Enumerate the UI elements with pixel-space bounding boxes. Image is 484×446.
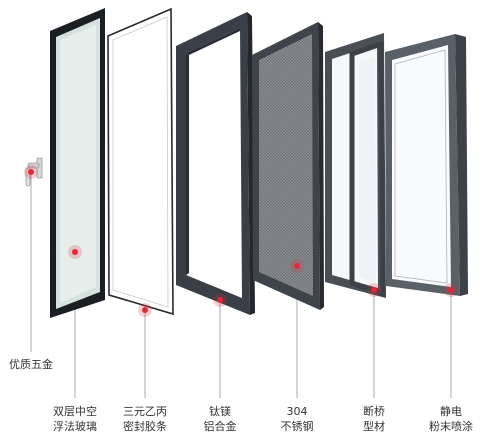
label-profile-line2: 型材	[363, 420, 385, 433]
label-seal: 三元乙丙 密封胶条	[123, 404, 167, 434]
label-glass-line1: 双层中空	[53, 405, 97, 418]
marker-seal	[142, 307, 148, 313]
layer-profile	[325, 33, 386, 298]
layer-coating	[385, 34, 468, 296]
label-screen: 304 不锈钢	[281, 404, 314, 434]
label-sash-line1: 钛镁	[209, 405, 231, 418]
label-hardware-text: 优质五金	[9, 358, 53, 371]
marker-screen	[294, 263, 300, 269]
layer-sash	[176, 12, 255, 315]
marker-coating	[448, 287, 454, 293]
marker-glass	[72, 249, 78, 255]
label-screen-line1: 304	[286, 405, 308, 418]
marker-dots	[24, 165, 458, 317]
label-coating: 静电 粉末喷涂	[429, 404, 473, 434]
label-coating-line2: 粉末喷涂	[429, 420, 473, 433]
layer-screen	[252, 22, 324, 310]
marker-profile	[371, 287, 377, 293]
label-hardware: 优质五金	[9, 357, 53, 372]
label-seal-line1: 三元乙丙	[123, 405, 167, 418]
layer-glass	[50, 8, 105, 318]
label-glass: 双层中空 浮法玻璃	[53, 404, 97, 434]
label-seal-line2: 密封胶条	[123, 420, 167, 433]
marker-sash	[217, 297, 223, 303]
label-profile-line1: 断桥	[363, 405, 385, 418]
marker-hardware	[28, 169, 34, 175]
label-profile: 断桥 型材	[363, 404, 385, 434]
label-sash: 钛镁 铝合金	[204, 404, 237, 434]
label-coating-line1: 静电	[440, 405, 462, 418]
label-screen-line2: 不锈钢	[280, 420, 314, 433]
layer-seal	[107, 7, 174, 316]
label-sash-line2: 铝合金	[203, 420, 237, 433]
label-glass-line2: 浮法玻璃	[53, 420, 97, 433]
